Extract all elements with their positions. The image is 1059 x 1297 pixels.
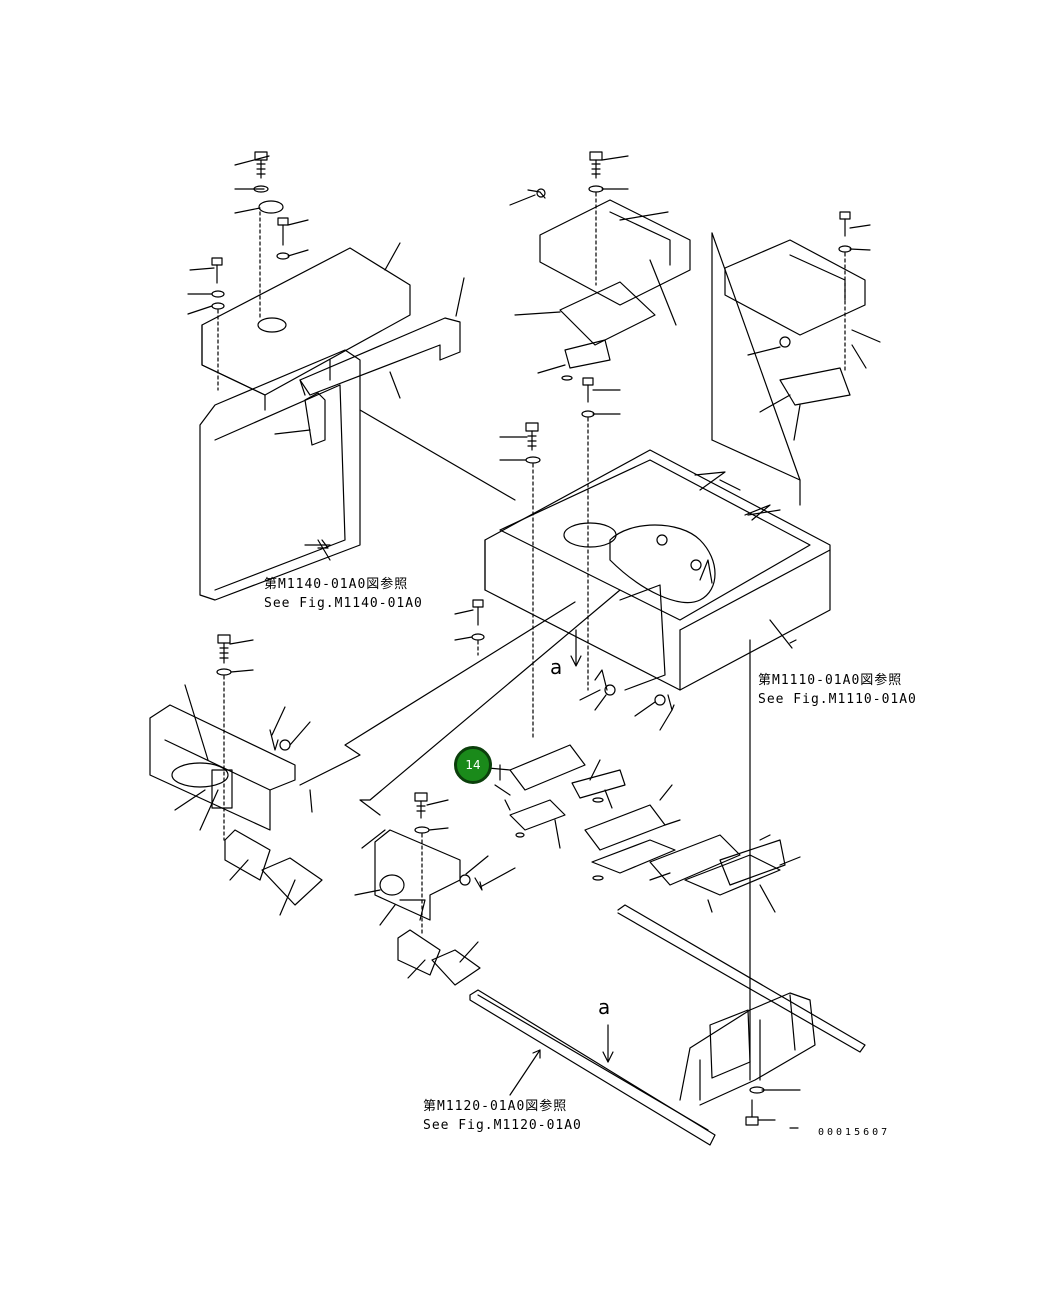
washer-icon: [471, 633, 485, 641]
bolt-icon: [217, 634, 231, 664]
washer-icon: [216, 668, 232, 676]
reference-m1110-en: See Fig.M1110-01A0: [758, 692, 917, 707]
hood-assembly: [187, 151, 516, 601]
reference-m1120-jp: 第M1120-01A0図参照: [423, 1099, 568, 1114]
bolt-icon: [472, 599, 484, 626]
left-side-cover: [149, 634, 323, 916]
washer-icon: [211, 290, 225, 298]
reference-m1140-jp: 第M1140-01A0図参照: [264, 577, 409, 592]
bolt-icon: [589, 151, 603, 179]
washer-icon: [276, 252, 290, 260]
washer-icon: [838, 245, 852, 253]
bolt-icon: [525, 422, 539, 451]
washer-icon: [414, 826, 430, 834]
main-frame-body: [299, 422, 831, 1081]
upper-bracket-assembly: [509, 151, 691, 691]
reference-m1110-jp: 第M1110-01A0図参照: [758, 673, 903, 688]
right-bracket-assembly: [711, 211, 881, 506]
bolt-icon: [839, 211, 851, 237]
bolt-icon: [414, 792, 428, 819]
lower-side-cover: [354, 792, 516, 986]
washer-icon: [525, 456, 541, 464]
bolt-icon: [745, 1099, 759, 1126]
bolt-icon: [582, 377, 594, 403]
callout-badge-14[interactable]: 14: [454, 746, 492, 784]
cap-icon: [258, 200, 284, 214]
reference-m1120-en: See Fig.M1120-01A0: [423, 1118, 582, 1133]
lower-frame-rail: [469, 629, 866, 1146]
washer-icon: [581, 410, 595, 418]
view-marker-lower: a: [598, 995, 611, 1019]
bolt-icon: [277, 217, 289, 246]
reference-m1140-en: See Fig.M1140-01A0: [264, 596, 423, 611]
view-marker-upper: a: [550, 655, 563, 679]
bolt-icon: [211, 257, 223, 284]
bolt-icon: [254, 151, 268, 179]
washer-icon: [588, 185, 604, 193]
washer-icon: [211, 302, 225, 310]
step-plate-assembly: [487, 744, 801, 913]
drawing-number: 00015607: [818, 1127, 891, 1138]
